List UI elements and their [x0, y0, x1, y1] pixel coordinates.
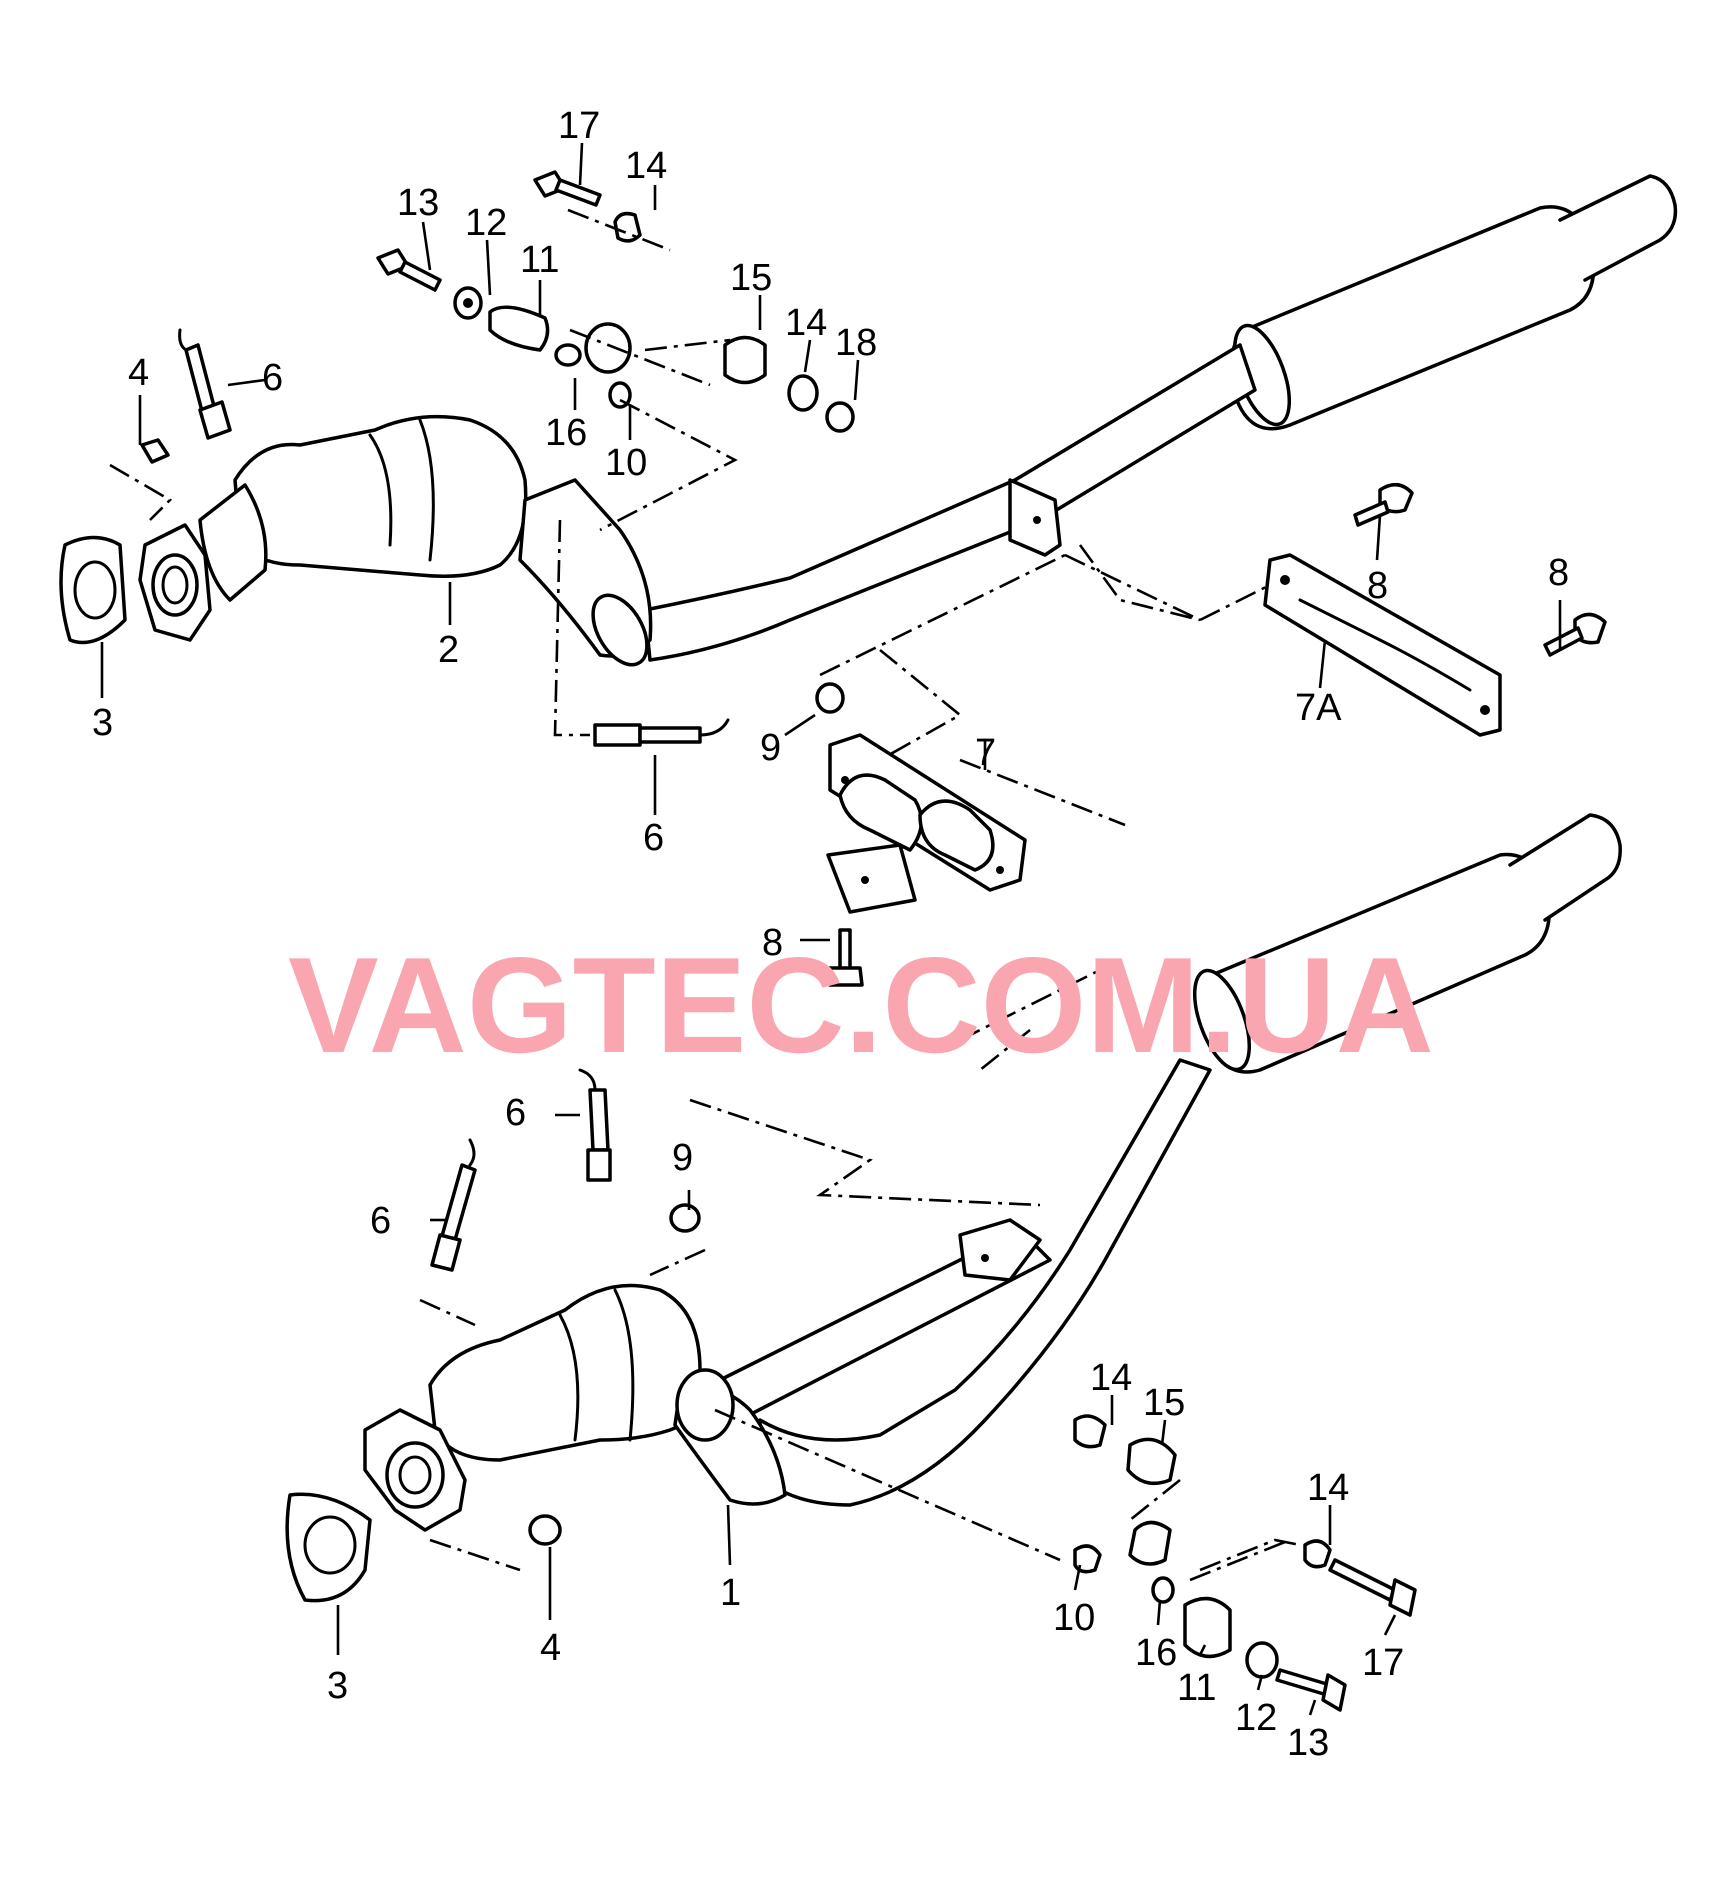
callout-11: 11 [1177, 1667, 1216, 1709]
callout-6: 6 [262, 357, 283, 399]
callout-13: 13 [397, 182, 439, 224]
callout-14: 14 [1307, 1467, 1349, 1509]
callout-17: 17 [1362, 1642, 1404, 1684]
callout-12: 12 [465, 202, 507, 244]
callout-14: 14 [785, 302, 827, 344]
callout-17: 17 [558, 105, 600, 147]
callout-numbers: 17 14 13 12 11 15 14 18 4 6 16 10 3 2 6 … [92, 105, 1569, 1764]
callout-16: 16 [1135, 1632, 1177, 1674]
bracket-bolts [815, 483, 1607, 987]
upper-exhaust-pipe [59, 174, 1678, 667]
callout-14: 14 [625, 145, 667, 187]
lower-dash-lines [419, 968, 1301, 1582]
callout-4: 4 [128, 352, 149, 394]
callout-15: 15 [1143, 1382, 1185, 1424]
callout-8: 8 [1367, 565, 1388, 607]
lower-oxygen-sensor-right [578, 1068, 612, 1182]
mounting-bracket-7 [826, 733, 1027, 914]
callout-6: 6 [643, 817, 664, 859]
callout-2: 2 [438, 629, 459, 671]
callout-16: 16 [545, 412, 587, 454]
callout-12: 12 [1235, 1697, 1277, 1739]
upper-fasteners [140, 170, 855, 464]
callout-4: 4 [540, 1627, 561, 1669]
upper-dash-lines [109, 208, 1291, 827]
callout-15: 15 [730, 257, 772, 299]
lower-exhaust-pipe [285, 813, 1622, 1603]
callout-6: 6 [370, 1200, 391, 1242]
callout-14: 14 [1090, 1357, 1132, 1399]
callout-8: 8 [1548, 552, 1569, 594]
lower-fasteners [528, 1203, 1417, 1712]
callout-11: 11 [520, 239, 559, 281]
callout-3: 3 [327, 1665, 348, 1707]
callout-10: 10 [1053, 1597, 1095, 1639]
callout-6: 6 [505, 1092, 526, 1134]
watermark: VAGTEC.COM.UA [288, 929, 1434, 1081]
mounting-bracket-7a [1263, 553, 1502, 737]
upper-oxygen-sensor-bottom [593, 718, 730, 747]
callout-9: 9 [760, 727, 781, 769]
callout-18: 18 [835, 322, 877, 364]
callout-13: 13 [1287, 1722, 1329, 1764]
lower-oxygen-sensor-left [430, 1138, 477, 1272]
callout-7: 7 [975, 732, 996, 774]
callout-7a: 7A [1295, 687, 1342, 729]
leader-lines [100, 142, 1562, 1716]
callout-10: 10 [605, 442, 647, 484]
upper-oxygen-sensor-top [178, 328, 232, 440]
callout-1: 1 [720, 1572, 741, 1614]
callout-3: 3 [92, 702, 113, 744]
callout-8: 8 [762, 922, 783, 964]
callout-9: 9 [672, 1137, 693, 1179]
